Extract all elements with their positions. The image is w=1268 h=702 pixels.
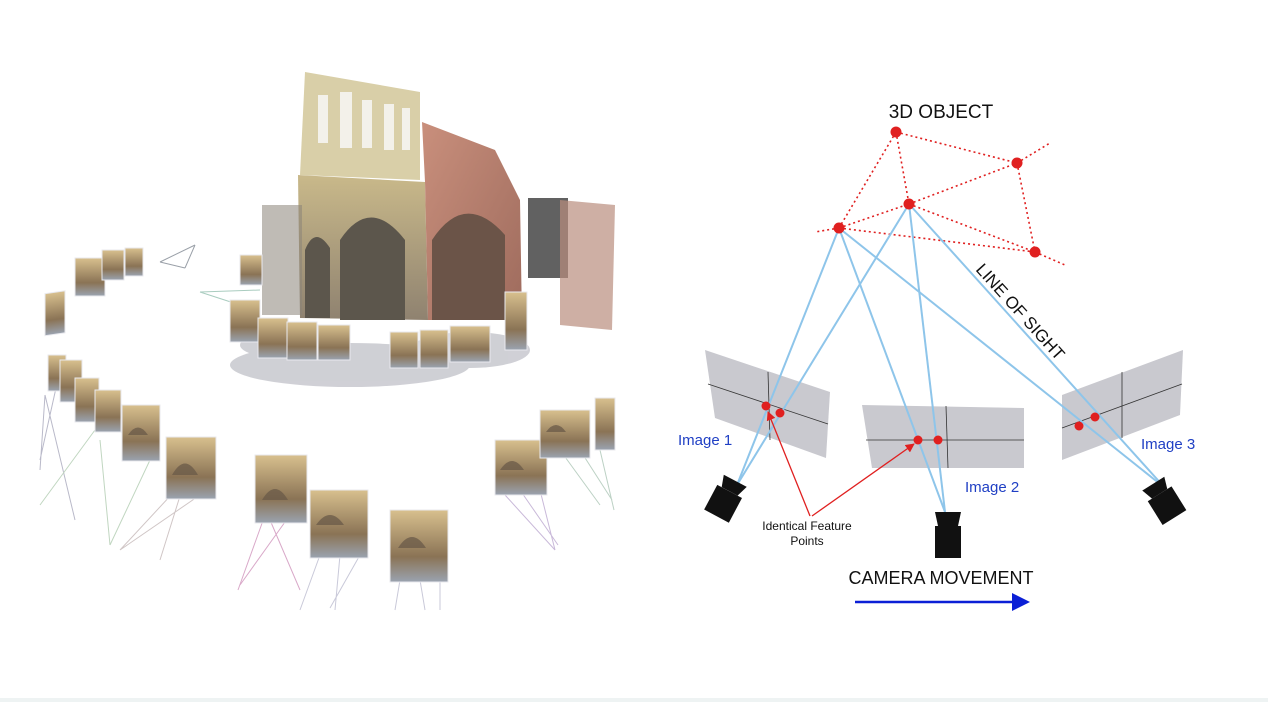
camera-icon [1142,476,1187,525]
image-1-label: Image 1 [678,432,732,449]
image-plane-3 [1062,350,1183,460]
image-3-label: Image 3 [1141,436,1195,453]
line-of-sight-label: LINE OF SIGHT [972,260,1068,364]
image-feature-points [761,401,1100,445]
camera-movement-arrow [855,593,1030,611]
lines-of-sight [736,203,1166,513]
bottom-strip [0,698,1268,702]
object-label: 3D OBJECT [889,102,994,123]
feature-points-label-line1: Identical Feature [762,519,852,533]
image-2-label: Image 2 [965,479,1019,496]
3d-object-vertices [833,126,1041,258]
image-planes [705,350,1183,469]
feature-point-callouts [766,411,915,517]
camera-image-thumbnails [44,247,616,583]
image-plane-2 [862,405,1024,468]
sfm-schematic: 3D OBJECT LINE OF SIGHT Image 1 Image 2 … [678,102,1195,611]
camera-icon [704,474,747,523]
feature-points-label-line2: Points [790,534,823,548]
camera-icon [935,512,961,558]
camera-movement-label: CAMERA MOVEMENT [848,568,1033,588]
3d-object-wireframe [814,131,1066,266]
building-facade [262,72,615,330]
camera-projection-lines [39,244,615,611]
point-cloud-illustration [39,72,616,611]
